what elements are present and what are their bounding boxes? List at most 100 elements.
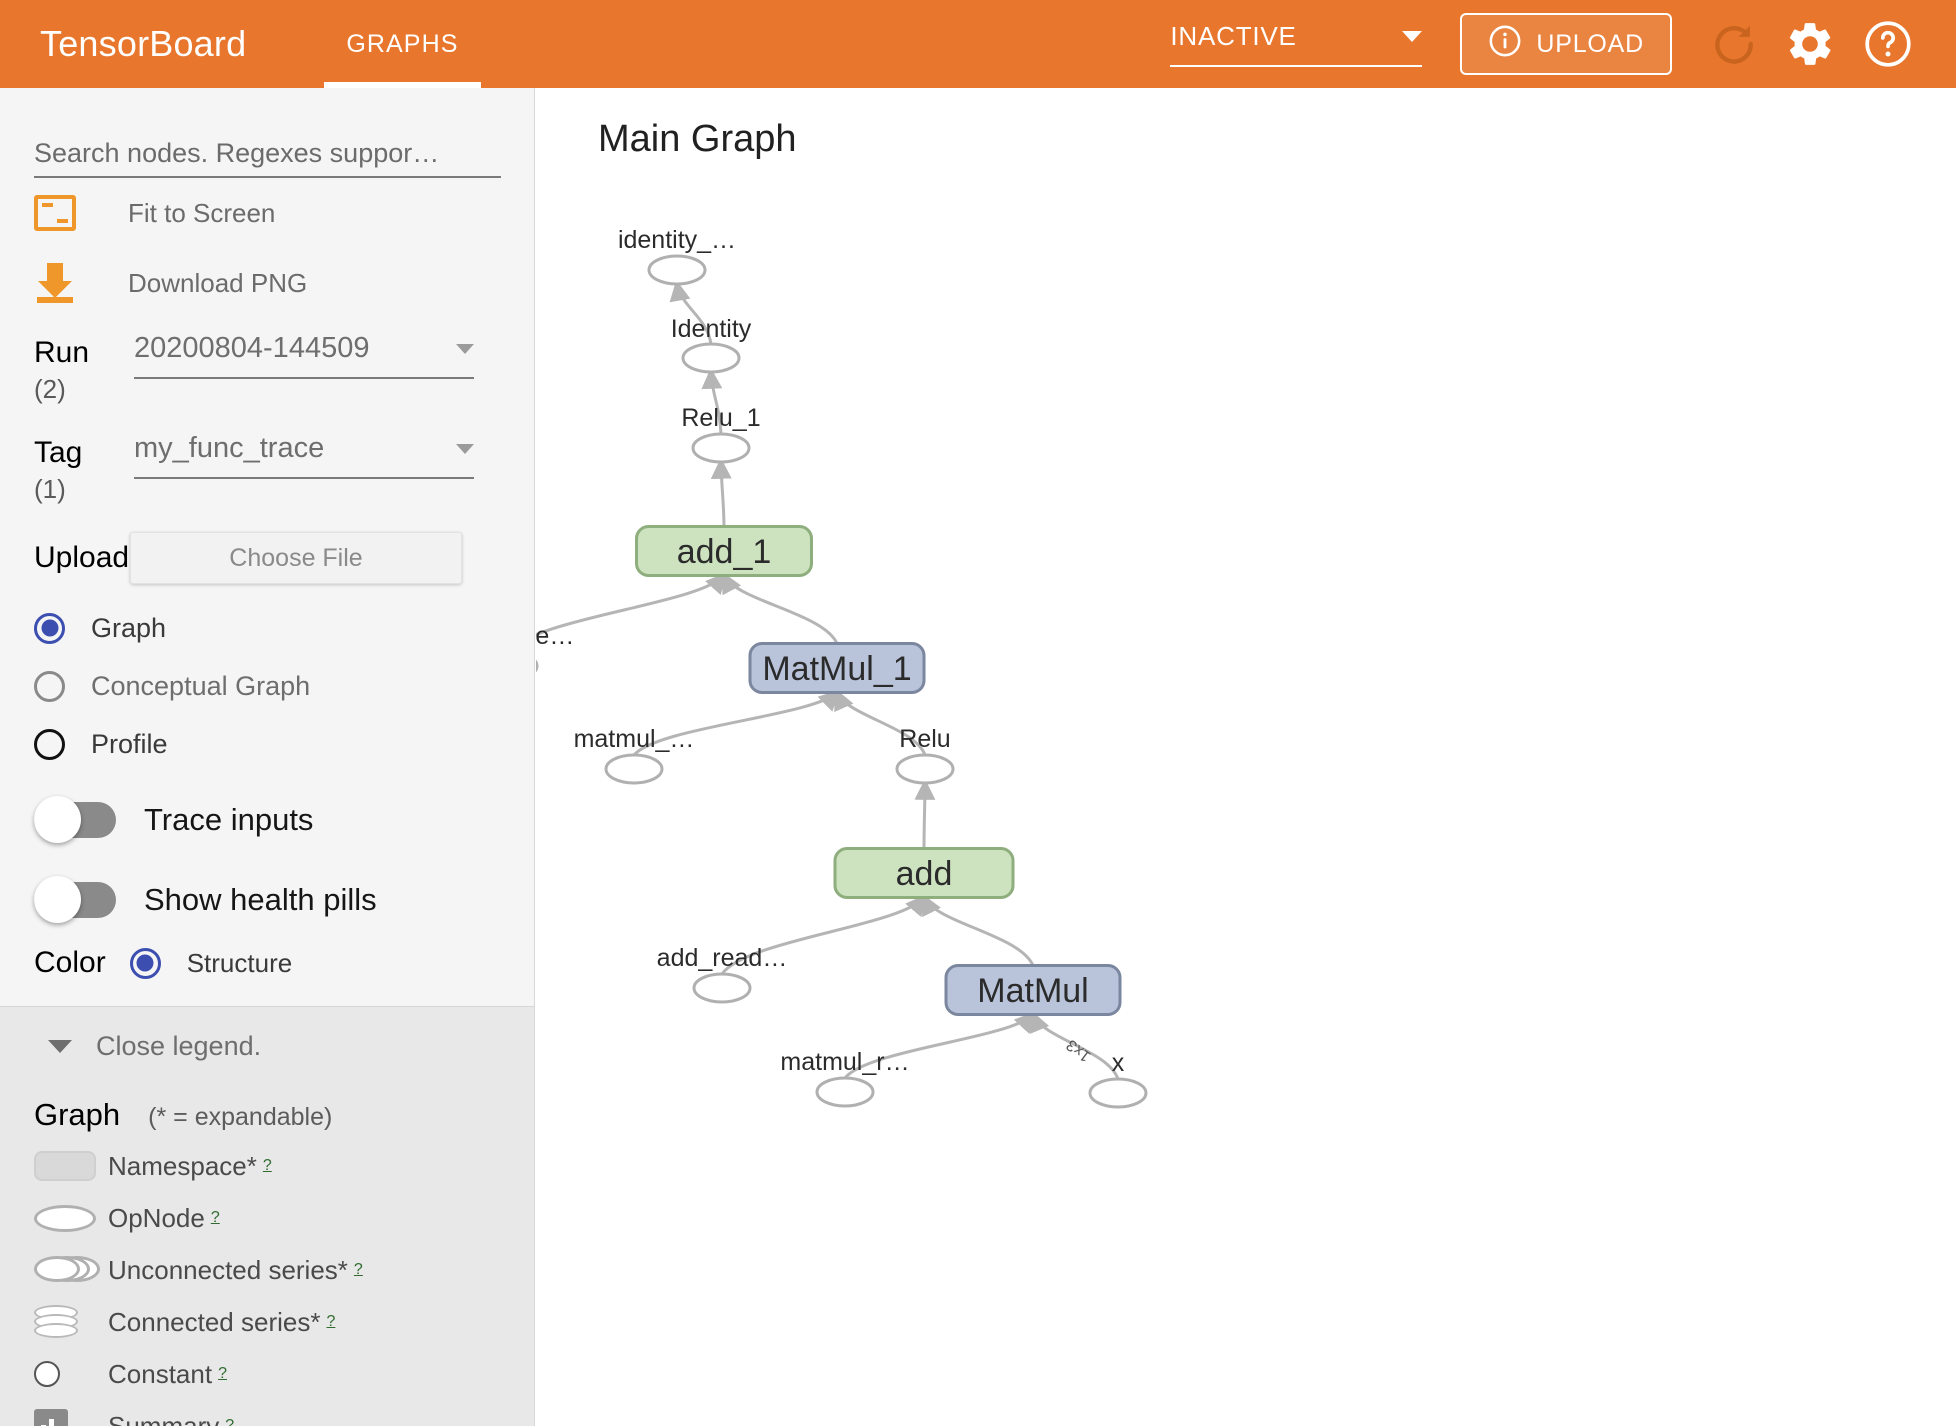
app-header: TensorBoard GRAPHS INACTIVE UPLOAD xyxy=(0,0,1956,88)
tag-label-group: Tag (1) xyxy=(34,432,130,504)
trace-inputs-toggle[interactable]: Trace inputs xyxy=(34,780,500,860)
tag-dropdown[interactable]: my_func_trace xyxy=(134,432,474,479)
upload-label: Upload xyxy=(34,541,130,574)
app-brand: TensorBoard xyxy=(40,23,247,64)
legend-item-label: OpNode xyxy=(108,1202,205,1233)
radio-profile[interactable]: Profile xyxy=(34,718,500,770)
run-selector-row: Run (2) 20200804-144509 xyxy=(34,332,500,402)
gear-icon[interactable] xyxy=(1782,16,1838,72)
svg-text:MatMul_1: MatMul_1 xyxy=(762,650,911,688)
help-link[interactable]: ? xyxy=(262,1157,272,1174)
status-dropdown[interactable]: INACTIVE xyxy=(1170,21,1423,67)
upload-button[interactable]: UPLOAD xyxy=(1460,13,1672,75)
legend-item-summary: Summary ? xyxy=(34,1407,500,1426)
legend-item-label: Connected series* xyxy=(108,1306,321,1337)
tag-count: (1) xyxy=(34,474,66,504)
fit-to-screen-icon xyxy=(34,195,76,231)
radio-profile-label: Profile xyxy=(91,728,168,759)
graph-node: add_1 xyxy=(635,525,813,577)
legend-item-opnode: OpNode ? xyxy=(34,1199,500,1237)
upload-button-label: UPLOAD xyxy=(1536,29,1644,58)
svg-text:Identity: Identity xyxy=(671,315,752,343)
svg-text:Relu: Relu xyxy=(899,725,950,753)
chevron-down-icon xyxy=(456,443,474,454)
legend-panel: Close legend. Graph (* = expandable) Nam… xyxy=(0,1006,534,1426)
tag-selector-row: Tag (1) my_func_trace xyxy=(34,432,500,502)
legend-item-label: Unconnected series* xyxy=(108,1254,348,1285)
graph-node: Relu_1 xyxy=(681,404,761,464)
graph-node: matmul_r… xyxy=(780,1048,910,1108)
fit-to-screen-button[interactable]: Fit to Screen xyxy=(34,178,500,248)
svg-text:add_1: add_1 xyxy=(677,533,772,571)
radio-conceptual-graph[interactable]: Conceptual Graph xyxy=(34,660,500,712)
refresh-icon[interactable] xyxy=(1706,16,1762,72)
svg-text:identity_…: identity_… xyxy=(618,226,736,254)
legend-title: Graph xyxy=(34,1097,121,1132)
search-input[interactable] xyxy=(34,130,501,178)
summary-icon xyxy=(34,1409,108,1426)
svg-text:Relu_1: Relu_1 xyxy=(681,404,760,432)
namespace-icon xyxy=(34,1151,108,1181)
run-value: 20200804-144509 xyxy=(134,332,370,364)
nav-tabs: GRAPHS xyxy=(324,0,481,88)
upload-row: Upload Choose File xyxy=(34,532,500,584)
legend-header: Graph (* = expandable) xyxy=(34,1097,500,1133)
close-legend-label: Close legend. xyxy=(96,1030,262,1061)
color-label: Color xyxy=(34,946,106,979)
graph-node: MatMul xyxy=(944,964,1122,1016)
chevron-down-icon xyxy=(1402,31,1423,42)
svg-text:MatMul: MatMul xyxy=(977,972,1088,1010)
download-icon xyxy=(34,263,76,303)
graph-node: matmul_… xyxy=(574,725,695,785)
svg-text:add_read…: add_read… xyxy=(657,944,788,972)
graph-node: add_read… xyxy=(657,944,788,1004)
graph-svg[interactable]: 1x3identity_…IdentityRelu_1add_1add_1_re… xyxy=(536,88,1956,1426)
toggle-switch xyxy=(34,876,116,923)
constant-icon xyxy=(34,1361,108,1387)
radio-indicator[interactable] xyxy=(129,947,161,979)
show-health-pills-toggle[interactable]: Show health pills xyxy=(34,860,500,940)
tag-value: my_func_trace xyxy=(134,432,325,464)
download-png-button[interactable]: Download PNG xyxy=(34,248,500,318)
legend-item-namespace: Namespace* ? xyxy=(34,1147,500,1185)
radio-graph-label: Graph xyxy=(91,612,167,643)
status-label: INACTIVE xyxy=(1170,21,1297,51)
graph-node: x xyxy=(1088,1049,1148,1109)
svg-text:x: x xyxy=(1112,1049,1125,1077)
graph-node: add xyxy=(833,847,1015,899)
help-link[interactable]: ? xyxy=(225,1417,235,1426)
svg-text:add: add xyxy=(896,855,953,893)
run-label: Run xyxy=(34,336,90,369)
download-png-label: Download PNG xyxy=(128,267,308,298)
legend-note: (* = expandable) xyxy=(148,1103,333,1131)
graph-node: add_1_re… xyxy=(536,622,574,673)
svg-text:matmul_r…: matmul_r… xyxy=(780,1048,909,1076)
graph-node: Relu xyxy=(895,725,955,785)
fit-to-screen-label: Fit to Screen xyxy=(128,197,276,228)
radio-indicator xyxy=(34,670,65,702)
help-circle-icon[interactable] xyxy=(1860,16,1916,72)
close-legend-button[interactable]: Close legend. xyxy=(34,1007,500,1085)
color-row: Color Structure xyxy=(34,946,500,1006)
trace-inputs-label: Trace inputs xyxy=(144,802,314,837)
radio-graph[interactable]: Graph xyxy=(34,602,500,654)
tab-graphs[interactable]: GRAPHS xyxy=(324,0,481,88)
help-link[interactable]: ? xyxy=(218,1365,227,1382)
svg-text:matmul_…: matmul_… xyxy=(574,725,695,753)
svg-text:add_1_re…: add_1_re… xyxy=(536,622,574,650)
radio-conceptual-graph-label: Conceptual Graph xyxy=(91,670,311,701)
radio-indicator xyxy=(34,612,65,644)
graph-node: MatMul_1 xyxy=(748,642,926,694)
opnode-icon xyxy=(34,1204,108,1232)
help-link[interactable]: ? xyxy=(353,1261,363,1278)
help-link[interactable]: ? xyxy=(210,1209,220,1226)
choose-file-button[interactable]: Choose File xyxy=(130,532,462,584)
legend-item-label: Constant xyxy=(108,1358,213,1389)
chevron-down-icon xyxy=(48,1039,72,1053)
help-link[interactable]: ? xyxy=(326,1313,336,1330)
legend-item-constant: Constant ? xyxy=(34,1355,500,1393)
connected-series-icon xyxy=(34,1305,108,1339)
run-dropdown[interactable]: 20200804-144509 xyxy=(134,332,474,379)
legend-item-connected-series: Connected series* ? xyxy=(34,1303,500,1341)
